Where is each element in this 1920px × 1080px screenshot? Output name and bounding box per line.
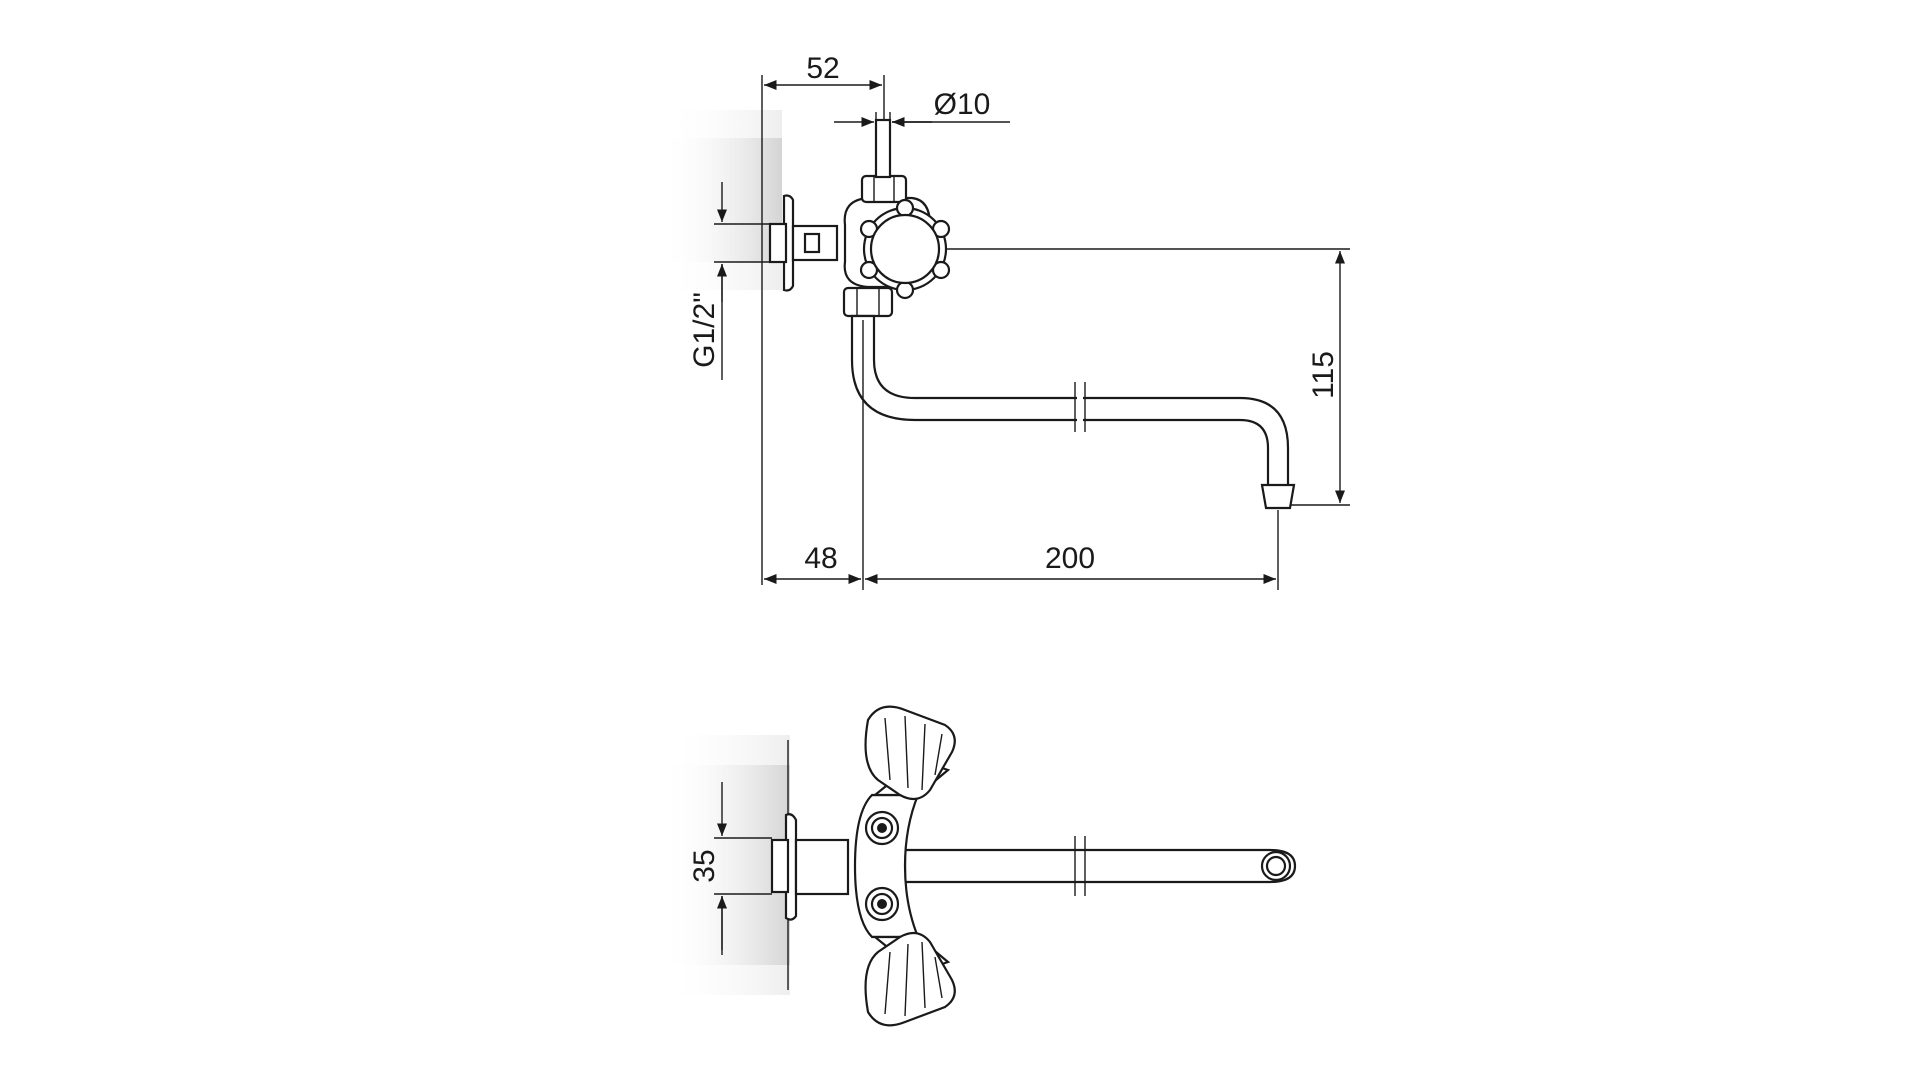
upper-handle	[864, 705, 956, 801]
dimension-48-label: 48	[804, 542, 837, 575]
top-hex-nut	[860, 174, 908, 204]
dimension-52-label: 52	[806, 52, 839, 85]
dimension-d10-label: Ø10	[934, 88, 991, 121]
dimension-115: 115	[945, 248, 1350, 506]
dimension-115-label: 115	[1307, 351, 1340, 399]
dimension-d10: Ø10	[834, 88, 1010, 128]
wall-shade-bottom	[660, 735, 790, 995]
dimension-48: 48	[764, 320, 864, 590]
dimension-thread: G1/2"	[688, 182, 770, 380]
dimension-52: 52	[764, 52, 885, 120]
top-plan-view: 35	[660, 705, 1297, 1027]
inlet-nipple	[768, 222, 788, 264]
dimension-35: 35	[688, 782, 772, 955]
dimension-35-label: 35	[688, 849, 721, 882]
spout-plan	[903, 836, 1297, 896]
dimension-200: 200	[865, 510, 1279, 590]
dimension-200-label: 200	[1045, 542, 1095, 575]
bottom-hex-nut	[842, 286, 894, 318]
bolt-lower	[864, 886, 900, 922]
top-stem	[874, 118, 892, 179]
wall-flange	[782, 194, 795, 292]
bolt-upper	[864, 810, 900, 846]
side-elevation-view: 52 Ø10 115 48 200	[660, 52, 1350, 590]
handle-knob	[859, 198, 951, 300]
dimension-thread-label: G1/2"	[688, 292, 721, 368]
spout	[850, 314, 1296, 510]
connector-plan	[794, 838, 850, 896]
lower-handle	[864, 931, 956, 1027]
